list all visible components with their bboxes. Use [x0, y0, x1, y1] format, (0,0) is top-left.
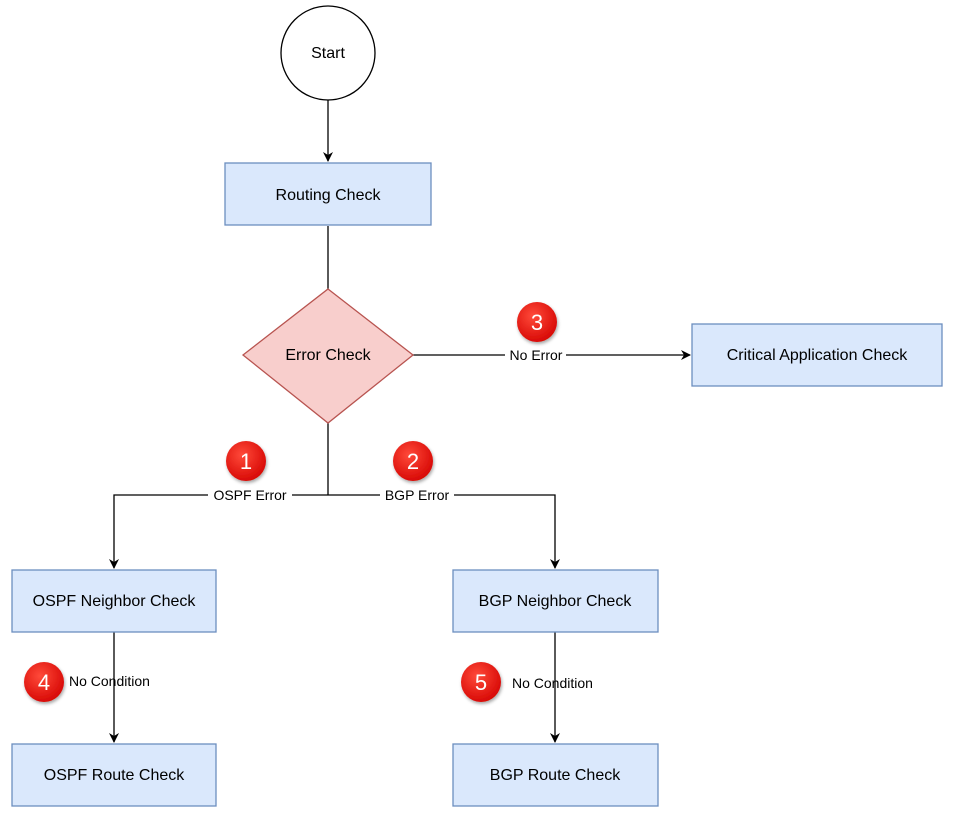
step-badge-2-label: 2	[407, 449, 419, 474]
bgp-route-check-node[interactable]: BGP Route Check	[452, 743, 659, 807]
routing-check-label: Routing Check	[276, 187, 382, 204]
step-badge-1: 1	[226, 441, 266, 481]
step-badge-4: 4	[24, 662, 64, 702]
step-badge-5-label: 5	[475, 670, 487, 695]
critical-application-check-label: Critical Application Check	[727, 347, 909, 364]
edge-label-ospf-no-condition: No Condition	[69, 673, 150, 689]
edge-label-bgp-error: BGP Error	[385, 487, 450, 503]
edge-bgp-error	[328, 494, 560, 569]
edge-ospf-error	[109, 494, 328, 569]
ospf-route-check-label: OSPF Route Check	[44, 767, 186, 784]
error-check-node[interactable]: Error Check	[241, 288, 415, 424]
start-label: Start	[311, 45, 345, 62]
ospf-neighbor-check-node[interactable]: OSPF Neighbor Check	[11, 569, 217, 633]
critical-application-check-node[interactable]: Critical Application Check	[691, 323, 943, 387]
edge-label-no-error: No Error	[510, 347, 563, 363]
error-check-label: Error Check	[285, 347, 371, 364]
step-badge-3-label: 3	[531, 310, 543, 335]
bgp-neighbor-check-node[interactable]: BGP Neighbor Check	[452, 569, 659, 633]
step-badge-5: 5	[461, 662, 501, 702]
ospf-neighbor-check-label: OSPF Neighbor Check	[33, 593, 197, 610]
bgp-neighbor-check-label: BGP Neighbor Check	[479, 593, 633, 610]
ospf-route-check-node[interactable]: OSPF Route Check	[11, 743, 217, 807]
step-badge-4-label: 4	[38, 670, 50, 695]
edge-label-bgp-no-condition: No Condition	[512, 675, 593, 691]
step-badge-1-label: 1	[240, 449, 252, 474]
bgp-route-check-label: BGP Route Check	[490, 767, 621, 784]
routing-check-node[interactable]: Routing Check	[224, 162, 432, 226]
edge-label-ospf-error: OSPF Error	[213, 487, 286, 503]
start-node[interactable]: Start	[280, 5, 376, 101]
step-badge-2: 2	[393, 441, 433, 481]
step-badge-3: 3	[517, 302, 557, 342]
